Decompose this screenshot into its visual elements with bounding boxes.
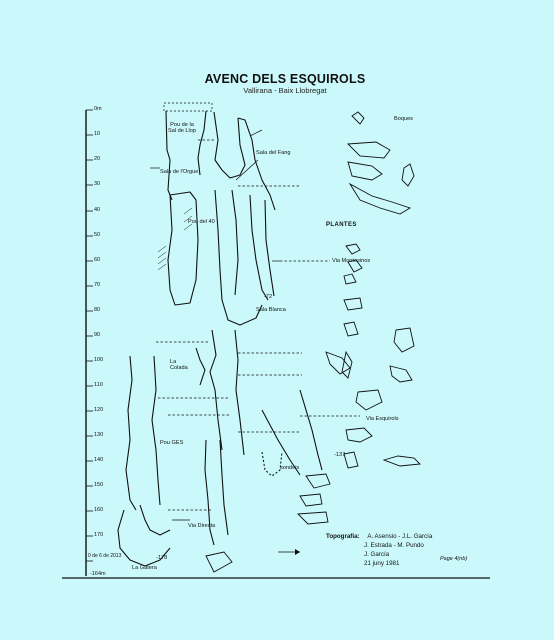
label-pou-del-40: Pou del 40	[188, 219, 215, 225]
label-sala-orgue: Sala de l'Orgue	[160, 169, 199, 175]
depth-tick-110: 110	[94, 382, 103, 388]
label-pou-ges: Pou GES	[160, 440, 184, 446]
depth-tick-80: 80	[94, 307, 101, 313]
entrance-box	[163, 102, 213, 112]
label-depth-178: -178	[156, 555, 168, 561]
map-subtitle: Vallirana - Baix Llobregat	[243, 86, 327, 95]
arrow-pointers	[150, 129, 280, 521]
depth-tick-40: 40	[94, 207, 101, 213]
label-via-esquirols: Via Esquirols	[366, 416, 399, 422]
depth-tick-150: 150	[94, 482, 104, 488]
label-pou-sal-de-llop: Pou de la Sal de Llop	[168, 122, 196, 135]
label-sala-blanca: Sala Blanca	[256, 307, 286, 313]
depth-tick-90: 90	[94, 332, 101, 338]
depth-tick-0: 0m	[94, 106, 102, 112]
plantes-heading: PLANTES	[326, 222, 357, 228]
survey-credits: Topografia: A. Asensio - J.L. García J. …	[326, 533, 432, 569]
hatch-marks	[157, 207, 193, 271]
plan-sketches	[205, 111, 421, 573]
depth-tick-130: 130	[94, 432, 104, 438]
label-sondeix: sondeix	[280, 465, 300, 471]
credits-line3: J. García	[364, 550, 390, 558]
depth-tick-30: 30	[94, 181, 101, 187]
depth-tick-140: 140	[94, 457, 104, 463]
credits-heading: Topografia:	[326, 533, 360, 540]
label-la-colada: La Colada	[170, 359, 188, 372]
credits-date: 21 juny 1981	[364, 559, 400, 567]
north-arrow-icon	[278, 549, 300, 555]
label-sala-del-fang: Sala del Fang	[256, 150, 291, 156]
label-la-gatera: La Gatera	[132, 565, 157, 571]
credits-line2: J. Estrada - M. Pundo	[364, 541, 424, 549]
label-depth-137: -137	[334, 452, 346, 458]
label-depth-72: -72	[264, 294, 273, 300]
depth-tick-100: 100	[94, 357, 104, 363]
cave-profile	[117, 110, 323, 567]
depth-tick-170: 170	[94, 532, 104, 538]
page-label: Page 4(nb)	[440, 556, 468, 562]
depth-scale	[85, 109, 93, 576]
depth-tick-10: 10	[94, 131, 101, 137]
depth-tick-20: 20	[94, 156, 101, 162]
depth-tick-60: 60	[94, 257, 101, 263]
level-connectors	[156, 139, 360, 511]
label-via-directa: Via Directa	[188, 523, 216, 529]
depth-tick-70: 70	[94, 282, 101, 288]
label-date-left: 0 de 6 de 2013	[88, 553, 122, 559]
label-via-montesinos: Via Montesinos	[332, 258, 371, 264]
depth-tick-50: 50	[94, 232, 101, 238]
depth-tick-120: 120	[94, 407, 104, 413]
label-boques: Boques	[394, 116, 413, 122]
credits-line1: A. Asensio - J.L. García	[367, 533, 433, 540]
depth-tick-160: 160	[94, 507, 104, 513]
map-title: AVENC DELS ESQUIROLS	[204, 72, 366, 86]
depth-tick-bottom: -164m	[90, 571, 106, 577]
